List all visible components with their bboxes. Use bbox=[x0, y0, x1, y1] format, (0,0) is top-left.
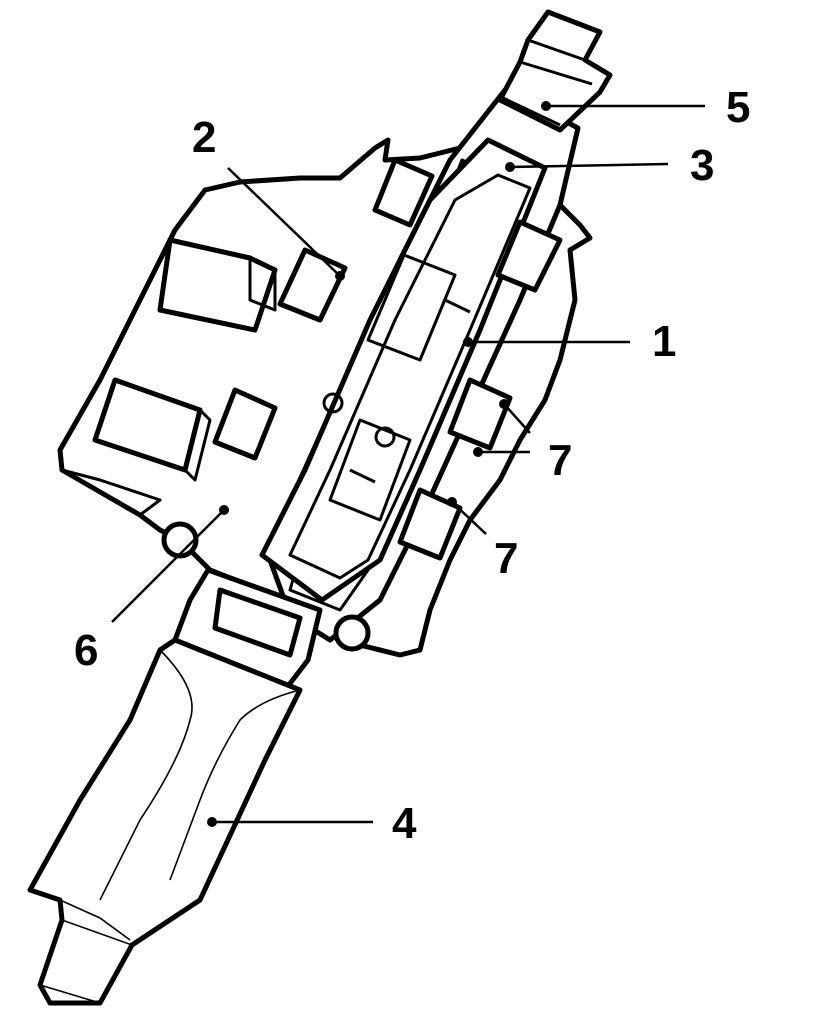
bearings bbox=[161, 157, 563, 652]
leader-7a-upper-dot bbox=[499, 399, 509, 409]
input-shaft bbox=[27, 637, 303, 1006]
leader-6-dot bbox=[219, 505, 229, 515]
leader-lines bbox=[111, 101, 705, 827]
callout-labels: 1 2 3 4 5 6 7 7 bbox=[74, 83, 750, 848]
shaft-upper-end bbox=[497, 9, 613, 133]
leader-6 bbox=[111, 509, 225, 623]
callout-7-lower: 7 bbox=[494, 534, 518, 583]
leader-7a-middle-dot bbox=[473, 447, 483, 457]
callout-5: 5 bbox=[726, 83, 750, 132]
output-shaft bbox=[259, 87, 581, 643]
leader-3 bbox=[509, 162, 669, 169]
leader-2-dot bbox=[335, 271, 345, 281]
callout-3: 3 bbox=[690, 141, 714, 190]
callout-1: 1 bbox=[652, 317, 676, 366]
leader-2 bbox=[227, 167, 341, 277]
leader-7b-dot bbox=[447, 497, 457, 507]
leader-7b bbox=[451, 501, 487, 535]
callout-6: 6 bbox=[74, 626, 98, 675]
callout-4: 4 bbox=[392, 799, 417, 848]
leader-4-dot bbox=[207, 817, 217, 827]
callout-7-upper: 7 bbox=[548, 436, 572, 485]
leader-3-dot bbox=[505, 162, 515, 172]
leader-7a-upper bbox=[503, 403, 531, 434]
leader-5-dot bbox=[541, 101, 551, 111]
leader-1-dot bbox=[463, 337, 473, 347]
callout-2: 2 bbox=[192, 113, 216, 162]
